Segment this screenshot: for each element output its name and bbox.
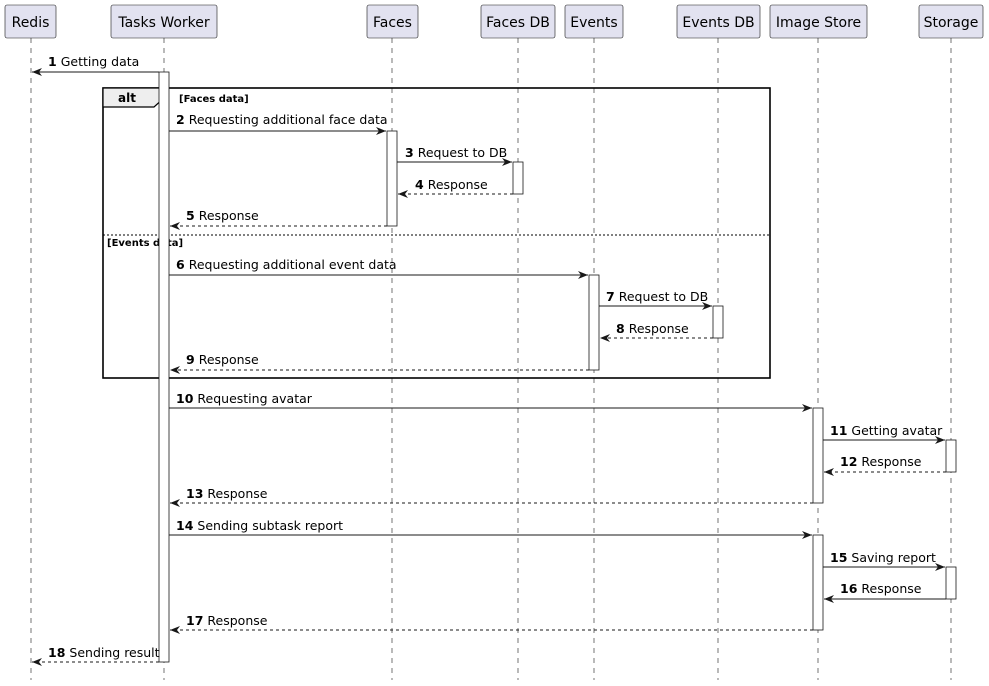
participants: Redis Tasks Worker Faces Faces DB Events… bbox=[4, 4, 984, 39]
participant-box-storage[interactable] bbox=[918, 4, 984, 39]
activation-storage-1 bbox=[945, 439, 957, 473]
participant-box-redis[interactable] bbox=[4, 4, 57, 39]
participant-label-faces-db: Faces DB bbox=[486, 15, 550, 31]
alt-fragment-title: alt bbox=[118, 91, 136, 105]
participant-label-redis: Redis bbox=[12, 15, 50, 31]
participant-label-faces: Faces bbox=[373, 15, 412, 31]
participant-label-events: Events bbox=[570, 15, 617, 31]
participant-box-faces-db[interactable] bbox=[480, 4, 556, 39]
participant-label-tasks-worker: Tasks Worker bbox=[117, 15, 210, 31]
participant-box-tasks-worker[interactable] bbox=[110, 4, 218, 39]
alt-fragment: alt [Faces data] [Events data] bbox=[102, 87, 771, 379]
activation-events-db bbox=[712, 305, 724, 339]
activations bbox=[158, 71, 957, 663]
participant-label-image-store: Image Store bbox=[776, 15, 861, 31]
activation-storage-2 bbox=[945, 566, 957, 600]
activation-image-store-1 bbox=[812, 407, 824, 504]
participant-box-image-store[interactable] bbox=[769, 4, 868, 39]
activation-events bbox=[588, 274, 600, 371]
activation-image-store-2 bbox=[812, 534, 824, 631]
alt-guard-events: [Events data] bbox=[107, 238, 183, 249]
participant-box-events-db[interactable] bbox=[676, 4, 761, 39]
participant-label-events-db: Events DB bbox=[682, 15, 754, 31]
participant-box-events[interactable] bbox=[564, 4, 624, 39]
activation-tasks-worker bbox=[158, 71, 170, 663]
activation-faces bbox=[386, 130, 398, 227]
alt-guard-faces: [Faces data] bbox=[179, 94, 249, 105]
participant-box-faces[interactable] bbox=[366, 4, 419, 39]
alt-fragment-frame bbox=[102, 87, 771, 379]
activation-faces-db bbox=[512, 161, 524, 195]
participant-label-storage: Storage bbox=[924, 15, 979, 31]
